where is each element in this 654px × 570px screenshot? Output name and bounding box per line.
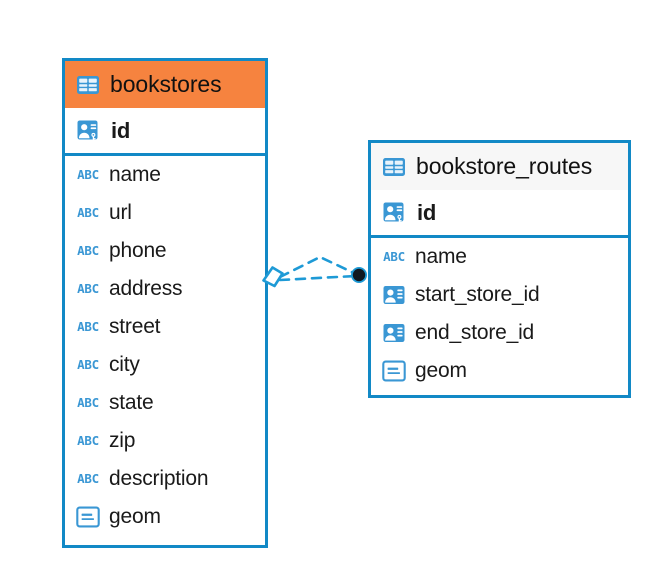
field-name: description xyxy=(109,467,209,490)
field-name: geom xyxy=(415,359,467,382)
field-name: state xyxy=(109,391,154,414)
abc-icon: ABC xyxy=(76,395,100,411)
field-name: phone xyxy=(109,239,167,262)
abc-icon: ABC xyxy=(76,281,100,297)
abc-icon-label: ABC xyxy=(77,394,99,410)
field-row-geom[interactable]: geom xyxy=(371,352,628,390)
abc-icon-label: ABC xyxy=(77,356,99,372)
foreign-key-icon xyxy=(382,321,406,345)
field-row-name[interactable]: ABC name xyxy=(371,238,628,276)
field-name: id xyxy=(111,117,131,143)
abc-icon-label: ABC xyxy=(77,166,99,182)
field-row-description[interactable]: ABC description xyxy=(65,460,265,498)
entity-title: bookstore_routes xyxy=(416,153,593,179)
blob-icon xyxy=(76,506,100,528)
field-row-end-store-id[interactable]: end_store_id xyxy=(371,314,628,352)
field-name: start_store_id xyxy=(415,283,540,306)
abc-icon: ABC xyxy=(76,243,100,259)
entity-header-bookstores[interactable]: bookstores xyxy=(65,61,265,108)
abc-icon-label: ABC xyxy=(383,248,405,264)
primary-key-icon xyxy=(76,118,102,144)
field-row-url[interactable]: ABC url xyxy=(65,194,265,232)
abc-icon-label: ABC xyxy=(77,470,99,486)
abc-icon-label: ABC xyxy=(77,242,99,258)
field-list-bookstores: ABC name ABC url ABC phone ABC xyxy=(65,156,265,536)
abc-icon-label: ABC xyxy=(77,432,99,448)
abc-icon: ABC xyxy=(76,357,100,373)
abc-icon: ABC xyxy=(382,249,406,265)
relationship-line-lower xyxy=(278,274,358,282)
abc-icon: ABC xyxy=(76,205,100,221)
primary-key-separator xyxy=(371,235,628,238)
field-name: address xyxy=(109,277,183,300)
field-row-geom[interactable]: geom xyxy=(65,498,265,536)
entity-bookstore-routes[interactable]: bookstore_routes id xyxy=(368,140,631,398)
field-name: street xyxy=(109,315,161,338)
relationship-line-upper xyxy=(278,255,358,279)
field-name: url xyxy=(109,201,132,224)
field-row-phone[interactable]: ABC phone xyxy=(65,232,265,270)
field-list-bookstore-routes: ABC name start_store_id xyxy=(371,238,628,390)
abc-icon: ABC xyxy=(76,471,100,487)
entity-header-bookstore-routes[interactable]: bookstore_routes xyxy=(371,143,628,190)
foreign-key-icon xyxy=(382,283,406,307)
table-icon xyxy=(382,155,406,179)
blob-icon xyxy=(382,360,406,382)
relationship-target-filled-circle xyxy=(352,268,366,282)
field-name: name xyxy=(109,163,161,186)
relationship-target-ring xyxy=(351,267,367,283)
field-row-address[interactable]: ABC address xyxy=(65,270,265,308)
abc-icon: ABC xyxy=(76,433,100,449)
field-row-city[interactable]: ABC city xyxy=(65,346,265,384)
relationship-connector[interactable] xyxy=(258,240,383,315)
field-row-zip[interactable]: ABC zip xyxy=(65,422,265,460)
field-name: end_store_id xyxy=(415,321,535,344)
field-name: name xyxy=(415,245,467,268)
field-row-primary-key[interactable]: id xyxy=(371,190,628,235)
field-name: id xyxy=(417,199,437,225)
field-row-name[interactable]: ABC name xyxy=(65,156,265,194)
abc-icon: ABC xyxy=(76,167,100,183)
field-row-start-store-id[interactable]: start_store_id xyxy=(371,276,628,314)
abc-icon-label: ABC xyxy=(77,318,99,334)
field-row-state[interactable]: ABC state xyxy=(65,384,265,422)
field-name: zip xyxy=(109,429,136,452)
abc-icon-label: ABC xyxy=(77,280,99,296)
table-icon xyxy=(76,73,100,97)
field-name: city xyxy=(109,353,140,376)
field-name: geom xyxy=(109,505,161,528)
primary-key-separator xyxy=(65,153,265,156)
abc-icon: ABC xyxy=(76,319,100,335)
field-row-primary-key[interactable]: id xyxy=(65,108,265,153)
field-row-street[interactable]: ABC street xyxy=(65,308,265,346)
primary-key-icon xyxy=(382,200,408,226)
entity-title: bookstores xyxy=(110,71,222,97)
abc-icon-label: ABC xyxy=(77,204,99,220)
entity-bookstores[interactable]: bookstores id xyxy=(62,58,268,548)
